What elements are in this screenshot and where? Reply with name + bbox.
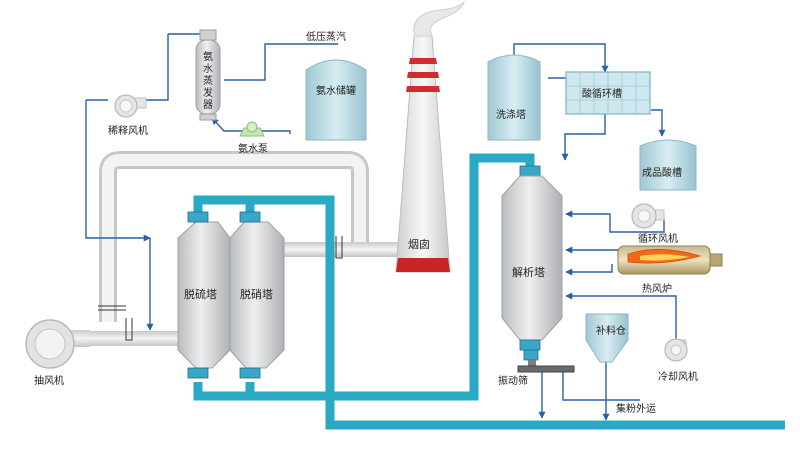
make-up-bin: 补料仓 — [585, 313, 629, 363]
chimney-label: 烟囱 — [408, 237, 430, 251]
exhaust-fan-label: 抽风机 — [34, 374, 64, 387]
regeneration-tower-label: 解析塔 — [512, 265, 545, 279]
desulfurization-tower: 脱硫塔 — [177, 211, 231, 379]
exhaust-fan: 抽风机 — [25, 319, 90, 387]
dilution-fan: 稀释风机 — [108, 94, 148, 137]
carbon-circulation-loop — [193, 153, 785, 430]
washing-tower-label: 洗涤塔 — [496, 108, 526, 121]
ammonia-pump-label: 氨水泵 — [238, 142, 268, 155]
acid-circulation-tank-label: 酸循环槽 — [582, 87, 622, 100]
low-pressure-steam-label: 低压蒸汽 — [306, 30, 346, 43]
hot-air-furnace: 热风炉 — [617, 245, 723, 295]
cooling-fan: 冷却风机 — [658, 338, 698, 383]
vibrating-screen-label: 振动筛 — [498, 374, 528, 387]
regeneration-tower: 解析塔 — [501, 165, 563, 351]
cooling-fan-label: 冷却风机 — [658, 370, 698, 383]
ammonia-tank-label: 氨水储罐 — [316, 84, 356, 97]
denitration-tower-label: 脱硝塔 — [240, 287, 273, 301]
dilution-fan-label: 稀释风机 — [108, 124, 148, 137]
flow-lines — [85, 33, 677, 421]
ammonia-evaporator-label: 氨水蒸发器 — [203, 50, 213, 111]
chimney: 烟囱 — [395, 0, 465, 273]
vibrating-screen: 振动筛 — [498, 349, 575, 387]
washing-tower: 洗涤塔 — [487, 54, 541, 141]
circulation-fan-label: 循环风机 — [638, 232, 678, 245]
acid-circulation-tank: 酸循环槽 — [565, 71, 651, 115]
make-up-bin-label: 补料仓 — [596, 324, 626, 337]
denitration-tower: 脱硝塔 — [229, 211, 285, 379]
ammonia-evaporator: 氨水蒸发器 — [195, 29, 221, 121]
damper-outlet — [335, 236, 343, 259]
circulation-fan: 循环风机 — [631, 203, 678, 245]
product-acid-tank: 成品酸槽 — [639, 139, 697, 191]
flue-gas-ducts — [78, 151, 407, 346]
desulfurization-tower-label: 脱硫塔 — [184, 287, 217, 301]
damper-inlet — [98, 305, 133, 341]
hot-air-furnace-label: 热风炉 — [642, 282, 672, 295]
ammonia-tank: 氨水储罐 — [305, 59, 367, 141]
dust-transport-label: 集粉外运 — [616, 402, 656, 415]
ammonia-pump: 氨水泵 — [238, 121, 268, 155]
product-acid-tank-label: 成品酸槽 — [642, 166, 682, 179]
